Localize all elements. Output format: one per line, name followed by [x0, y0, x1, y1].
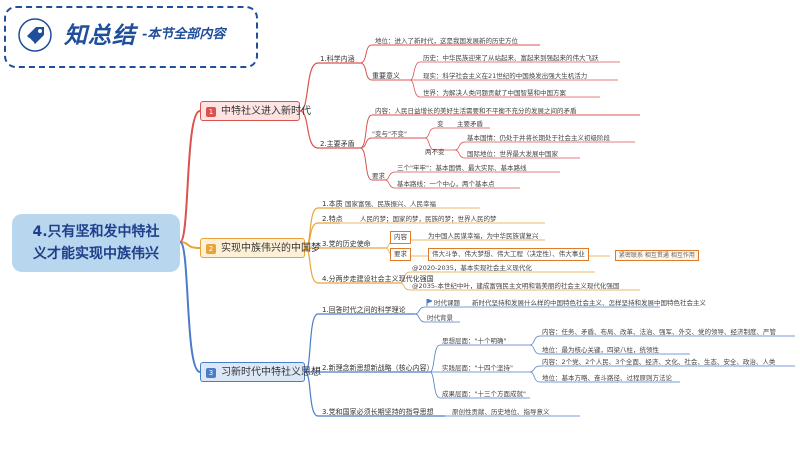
branch-3[interactable]: 3 习新时代中特社义思想: [200, 362, 321, 382]
b2-essence: 1.本质: [322, 200, 343, 208]
b1-change: 变: [437, 120, 444, 128]
b1-scientific-meaning: 1.科学内涵: [320, 55, 355, 63]
branch-3-label: 习新时代中特社义思想: [221, 367, 321, 378]
b1-world: 世界：为解决人类问题贡献了中国智慧和中国方案: [423, 89, 566, 97]
b3-scientific-theory: 1.回答时代之问的科学理论: [322, 306, 406, 314]
b3-era-background: 时代背景: [427, 314, 453, 322]
b1-history: 历史：中华民族迎来了从站起来、富起来到强起来的伟大飞跃: [423, 54, 599, 62]
root-topic[interactable]: 4.只有坚和发中特社 义才能实现中族伟兴: [12, 214, 180, 272]
b3-guiding-thought: 3.党和国家必须长期坚持的指导思想: [322, 408, 434, 416]
b3-ten-status: 地位：最为核心关键，四梁八柱，统领性: [542, 346, 659, 354]
b1-three-firmly: 三个"牢牢"：基本国情、最大实际、基本路线: [397, 164, 527, 172]
b2-relation-tag: 紧密联系 相互贯通 相互作用: [615, 250, 699, 261]
b2-step-2: @2035-本世纪中叶，建成富强民主文明和谐美丽的社会主义现代化强国: [412, 282, 620, 290]
b3-ten-clarifications: 思想层面："十个明确": [442, 337, 507, 345]
b2-features: 2.特点: [322, 215, 343, 223]
branch-1[interactable]: 1 中特社义进入新时代: [200, 101, 311, 121]
root-line-2: 义才能实现中族伟兴: [33, 246, 159, 262]
b2-mission-content: 内容: [390, 231, 411, 244]
b1-requirement: 要求: [372, 172, 385, 180]
b1-contradiction-content: 内容：人民日益增长的美好生活需要和不平衡不充分的发展之间的矛盾: [375, 107, 577, 115]
b3-guiding-value: 原创性贡献、历史地位、指导意义: [452, 408, 550, 416]
branch-2[interactable]: 2 实现中族伟兴的中国梦: [200, 238, 321, 258]
branch-3-number: 3: [206, 368, 216, 378]
root-line-1: 4.只有坚和发中特社: [32, 224, 160, 240]
branch-2-label: 实现中族伟兴的中国梦: [221, 243, 321, 254]
branch-2-number: 2: [206, 244, 216, 254]
b2-features-value: 人民的梦；国家的梦，民族的梦；世界人民的梦: [360, 215, 497, 223]
branch-1-label: 中特社义进入新时代: [221, 106, 311, 117]
b1-intl-status: 国际地位：世界最大发展中国家: [467, 150, 558, 158]
b2-mission: 3.党的历史使命: [322, 240, 371, 248]
b3-thirteen-achievements: 成果层面："十三个方面成就": [442, 390, 526, 398]
b1-basic-condition: 基本国情：仍处于并将长期处于社会主义初级阶段: [467, 134, 610, 142]
b2-essence-value: 国家富强、民族振兴、人民幸福: [345, 200, 436, 208]
b1-reality: 现实：科学社会主义在21世纪的中国焕发出强大生机活力: [423, 72, 588, 80]
summary-banner: 知总结 -本节全部内容: [4, 6, 258, 68]
b3-era-topic-value: 新时代坚持和发展什么样的中国特色社会主义、怎样坚持和发展中国特色社会主义: [472, 299, 706, 307]
b3-ten-content: 内容：任务、矛盾、布局、改革、法治、强军、外交、党的领导、经济制度、严管: [542, 328, 776, 336]
b2-mission-requirement-value: 伟大斗争、伟大梦想、伟大工程（决定性）、伟大事业: [428, 248, 589, 261]
b2-two-steps: 4.分两步走建设社会主义现代化强国: [322, 275, 434, 283]
b1-change-value: 主要矛盾: [457, 120, 483, 128]
b1-two-unchanged: 两不变: [425, 148, 445, 156]
b1-position: 地位：进入了新时代，这是我国发展新的历史方位: [375, 37, 518, 45]
b2-mission-content-value: 为中国人民谋幸福，为中华民族谋复兴: [428, 232, 539, 240]
price-tag-icon: [18, 18, 52, 52]
b1-main-contradiction: 2.主要矛盾: [320, 140, 355, 148]
b1-change-unchanged: "变与"不变": [372, 130, 407, 138]
b3-fourteen-status: 地位：基本方略、奋斗路径、过程原则方法论: [542, 374, 672, 382]
flag-icon: [426, 299, 432, 306]
b3-fourteen-adherence: 实践层面："十四个坚持": [442, 364, 513, 372]
branch-1-number: 1: [206, 107, 216, 117]
b3-era-topic: 时代课题: [434, 299, 460, 307]
b1-significance: 重要意义: [372, 72, 400, 80]
banner-title: 知总结: [64, 22, 136, 49]
b2-step-1: @2020-2035，基本实现社会主义现代化: [412, 264, 532, 272]
b1-basic-line: 基本路线：一个中心，两个基本点: [397, 180, 495, 188]
b2-mission-requirement: 要求: [390, 248, 411, 261]
b3-fourteen-content: 内容：2个党、2个人民、3个全面、经济、文化、社会、生态、安全、政治、人类: [542, 358, 776, 366]
b3-new-ideas: 2.新理念新思想新战略（核心内容）: [322, 364, 434, 372]
banner-subtitle: -本节全部内容: [142, 27, 226, 42]
